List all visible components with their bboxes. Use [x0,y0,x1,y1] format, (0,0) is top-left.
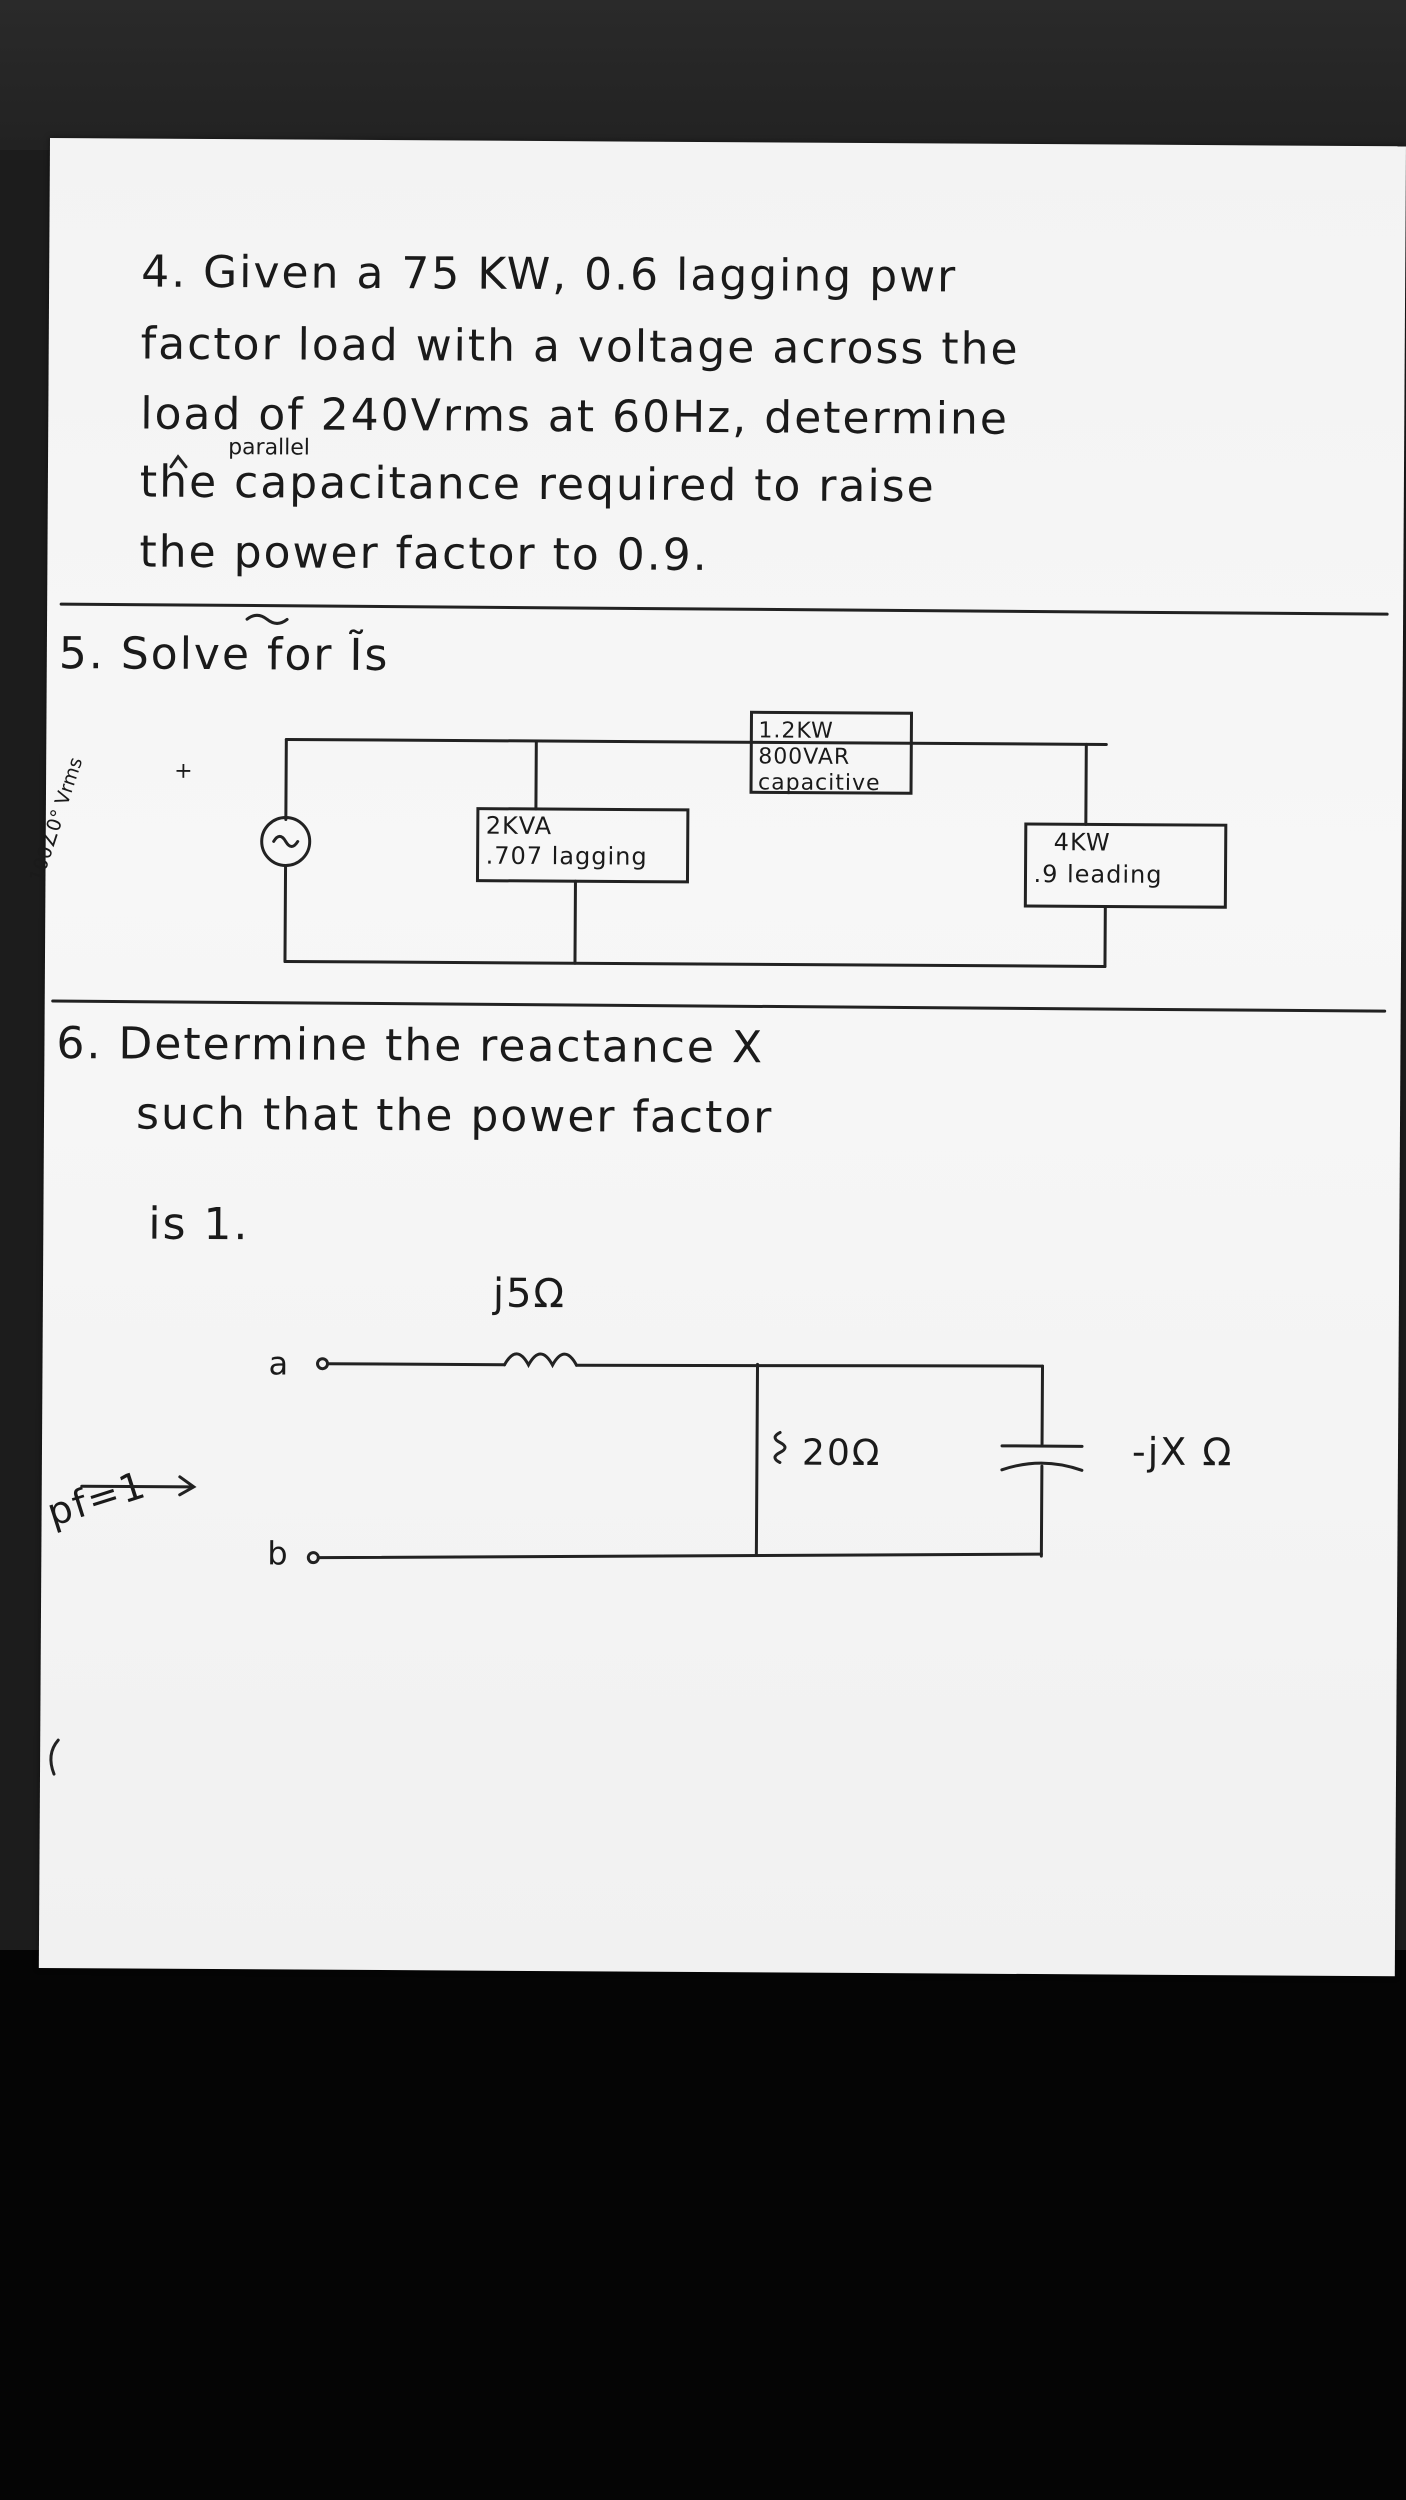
capacitor-bottom-lead [1039,1464,1044,1558]
load-middle-box [475,807,690,884]
capacitor-plate-bottom [1000,1461,1084,1472]
circuit-drawings [49,454,1389,1776]
inductor-symbol [503,1352,579,1369]
resistor-branch [754,1362,760,1556]
load-right-box [1023,822,1228,909]
wire-top-right [575,1363,1045,1368]
circuit-problem-5 [260,710,1228,968]
homework-sheet: 4. Given a 75 KW, 0.6 lagging pwr factor… [25,138,1406,1977]
source-bottom-wire [283,863,288,963]
desk-background-bottom [0,1950,1406,2500]
wire-bottom [316,1552,1043,1560]
ac-source-wave [272,834,300,848]
top-wire [284,737,1108,746]
load-middle-bottom-lead [573,879,577,965]
divider-line-1 [59,602,1389,616]
divider-line-2 [51,999,1387,1013]
resistor-squiggle [773,1430,787,1464]
stray-pen-mark [49,1738,60,1776]
desk-background-top [0,0,1406,150]
pf-arrow-head [178,1475,197,1497]
pf-arrow-line [80,1484,194,1489]
bottom-wire [283,959,1107,968]
circuit-problem-6 [80,1352,1084,1565]
phasor-tilde-mark [245,613,289,625]
insert-caret-mark [169,454,188,469]
wire-a-to-inductor [326,1362,507,1367]
load-top-box [749,710,914,795]
